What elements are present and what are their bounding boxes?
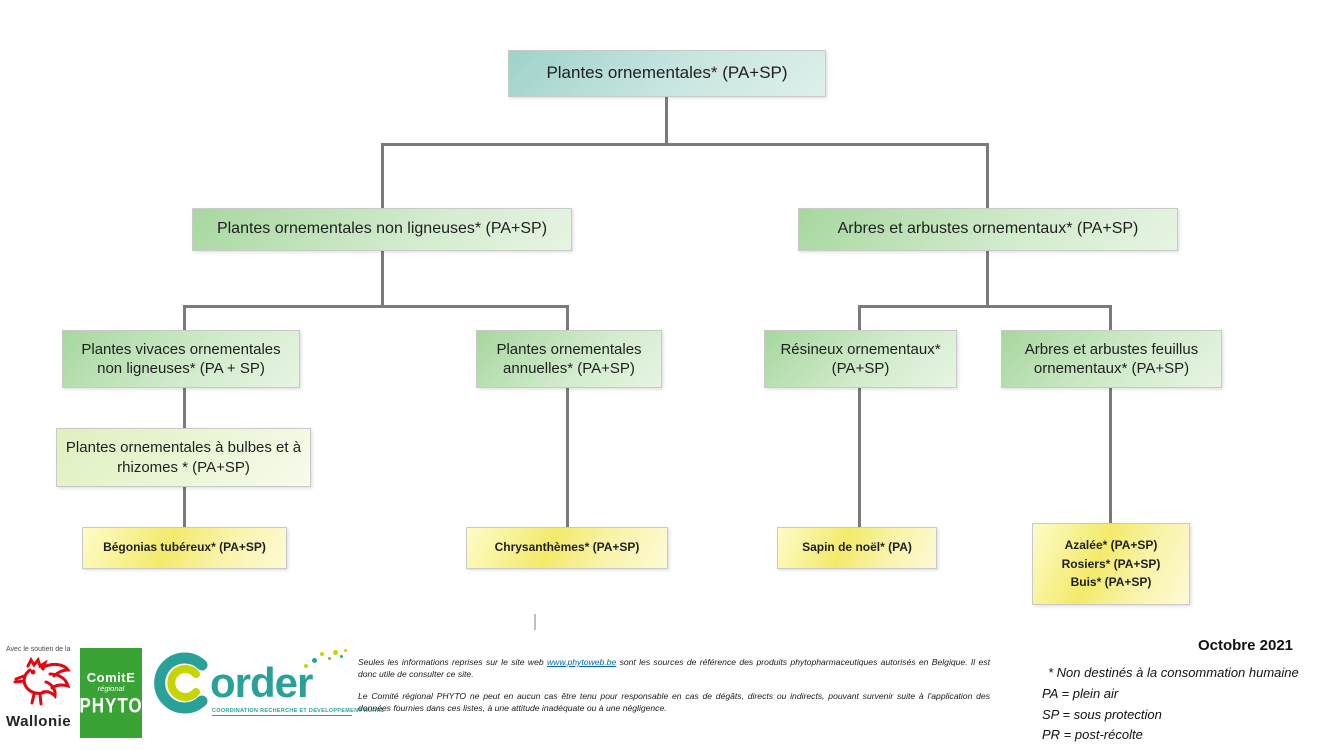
wallonie-rooster-icon [13, 657, 71, 706]
connector-line [566, 388, 569, 527]
phytoweb-link[interactable]: www.phytoweb.be [546, 657, 617, 667]
node-chrysanthemes: Chrysanthèmes* (PA+SP) [466, 527, 668, 569]
wallonie-support-text: Avec le soutien de la [6, 646, 71, 653]
connector-line [183, 305, 569, 308]
disclaimer-p1-before: Seules les informations reprises sur le … [358, 657, 547, 667]
leaf-line-buis: Buis* (PA+SP) [1070, 575, 1152, 590]
connector-line [986, 143, 989, 208]
connector-line [858, 305, 1112, 308]
stray-tick-mark [534, 614, 536, 630]
connector-line [183, 388, 186, 428]
disclaimer-p1-after: sont les sources de référence des produi… [358, 657, 990, 680]
connector-line [858, 388, 861, 527]
corder-dots-decoration [302, 648, 350, 674]
connector-line [665, 97, 668, 143]
connector-line [381, 143, 989, 146]
wallonie-label: Wallonie [6, 713, 72, 731]
node-resineux: Résineux ornementaux* (PA+SP) [764, 330, 957, 388]
date-label: Octobre 2021 [1197, 637, 1293, 654]
node-plantes-ornementales: Plantes ornementales* (PA+SP) [508, 50, 826, 97]
corder-wordmark: order [210, 659, 313, 706]
connector-line [858, 305, 861, 330]
connector-line [986, 251, 989, 305]
disclaimer-paragraph-1: Seules les informations reprises sur le … [358, 656, 990, 681]
disclaimer-paragraph-2: Le Comité régional PHYTO ne peut en aucu… [358, 690, 990, 714]
connector-line [183, 305, 186, 330]
connector-line [1109, 388, 1112, 523]
legend-item-pa: PA = plein air [1042, 685, 1119, 701]
corder-logo: order COORDINATION RECHERCHE ET DEVELOPP… [152, 649, 385, 744]
legend-item-asterisk: * Non destinés à la consommation humaine [1048, 665, 1299, 680]
phyto-logo-line3: PHYTO [79, 693, 143, 718]
disclaimer-text: Seules les informations reprises sur le … [358, 656, 990, 724]
corder-tagline: COORDINATION RECHERCHE ET DEVELOPPEMENT … [212, 708, 385, 716]
wallonie-logo: Avec le soutien de la Wallonie [6, 646, 108, 730]
legend-item-pr: PR = post-récolte [1042, 727, 1143, 743]
node-bulbes-rhizomes: Plantes ornementales à bulbes et à rhizo… [56, 428, 311, 487]
corder-c-icon [154, 652, 208, 714]
leaf-line-azalee: Azalée* (PA+SP) [1064, 538, 1158, 553]
connector-line [381, 251, 384, 305]
legend-block: * Non destinés à la consommation humaine… [1042, 663, 1299, 746]
connector-line [1109, 305, 1112, 330]
phyto-logo-line2: régional [97, 684, 125, 693]
connector-line [381, 143, 384, 208]
node-begonias: Bégonias tubéreux* (PA+SP) [82, 527, 287, 569]
node-feuillus: Arbres et arbustes feuillus ornementaux*… [1001, 330, 1222, 388]
node-non-ligneuses: Plantes ornementales non ligneuses* (PA+… [192, 208, 572, 251]
node-sapin-de-noel: Sapin de noël* (PA) [777, 527, 937, 569]
comite-regional-phyto-logo: ComitE régional PHYTO [79, 648, 143, 738]
connector-line [566, 305, 569, 330]
leaf-line-rosiers: Rosiers* (PA+SP) [1061, 556, 1161, 571]
phyto-logo-line1: ComitE [86, 670, 136, 685]
node-annuelles: Plantes ornementales annuelles* (PA+SP) [476, 330, 662, 388]
legend-item-sp: SP = sous protection [1042, 706, 1162, 722]
node-vivaces-non-ligneuses: Plantes vivaces ornementales non ligneus… [62, 330, 300, 388]
node-azalee-rosiers-buis: Azalée* (PA+SP) Rosiers* (PA+SP) Buis* (… [1032, 523, 1190, 605]
node-arbres-arbustes: Arbres et arbustes ornementaux* (PA+SP) [798, 208, 1178, 251]
connector-line [183, 487, 186, 527]
